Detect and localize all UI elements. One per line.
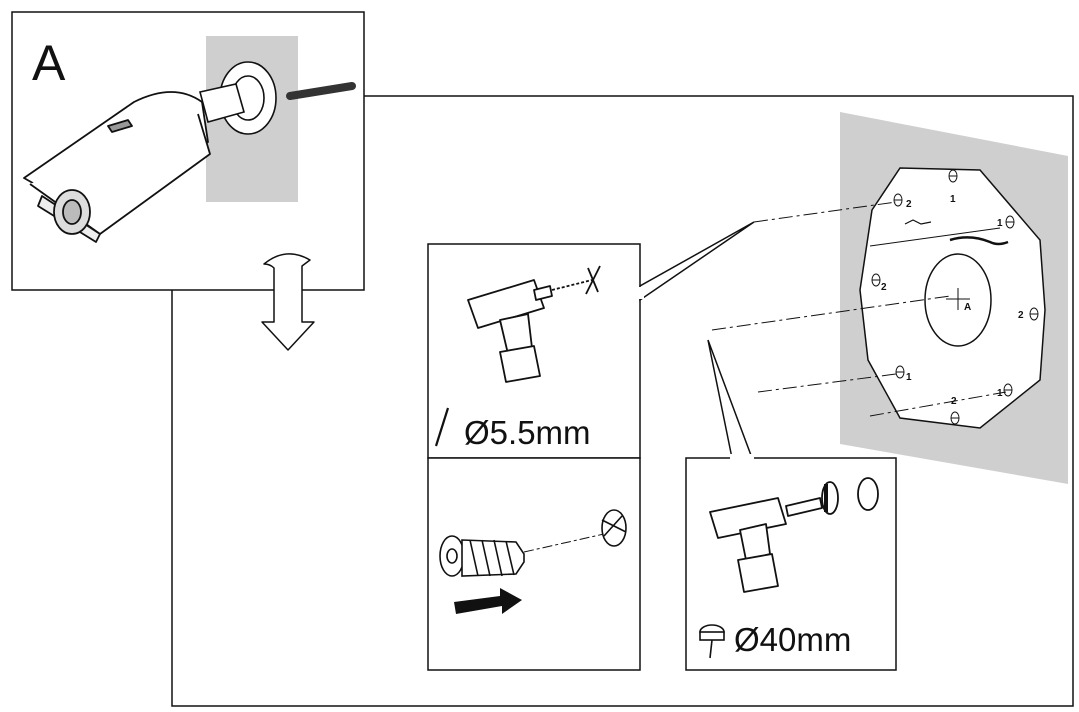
wall-anchor-icon xyxy=(439,535,525,577)
template-hole xyxy=(950,411,960,425)
template-hole-number: 2 xyxy=(906,199,912,210)
wall-hole-icon xyxy=(601,509,627,547)
template-hole xyxy=(1029,307,1039,321)
wall-mount-icon xyxy=(199,61,277,135)
hole-saw-step-panel xyxy=(685,339,897,671)
direction-arrow-icon xyxy=(454,588,522,614)
anchor-step-panel xyxy=(427,457,641,671)
template-hole xyxy=(895,365,905,379)
template-hole-number: 2 xyxy=(881,282,887,293)
power-drill-icon xyxy=(709,497,823,593)
hole-saw-icon xyxy=(821,477,879,515)
projection-lines xyxy=(711,201,1007,417)
template-hole xyxy=(1003,383,1013,397)
step-down-arrow-icon xyxy=(261,253,315,351)
power-drill-icon xyxy=(467,265,601,383)
template-hole xyxy=(1005,215,1015,229)
drill-bit-icon xyxy=(434,407,452,447)
drill-bit-size-label: Ø5.5mm xyxy=(464,414,591,451)
cable-icon xyxy=(286,82,356,100)
hole-saw-size-label: Ø40mm xyxy=(734,621,852,658)
template-hole-number: 1 xyxy=(906,372,912,383)
template-hole xyxy=(948,169,958,183)
template-hole-number: 2 xyxy=(1018,310,1024,321)
template-center-label: A xyxy=(964,302,971,313)
camera-panel-a xyxy=(11,11,365,291)
template-hole xyxy=(893,193,903,207)
bullet-camera-icon xyxy=(23,91,211,243)
template-hole xyxy=(871,273,881,287)
template-hole-number: 1 xyxy=(997,218,1003,229)
panel-a-letter: A xyxy=(32,35,66,91)
template-center-circle xyxy=(924,253,992,347)
drill-step-panel xyxy=(427,221,755,459)
hole-saw-small-icon xyxy=(699,624,725,659)
template-hole-number: 1 xyxy=(950,194,956,205)
